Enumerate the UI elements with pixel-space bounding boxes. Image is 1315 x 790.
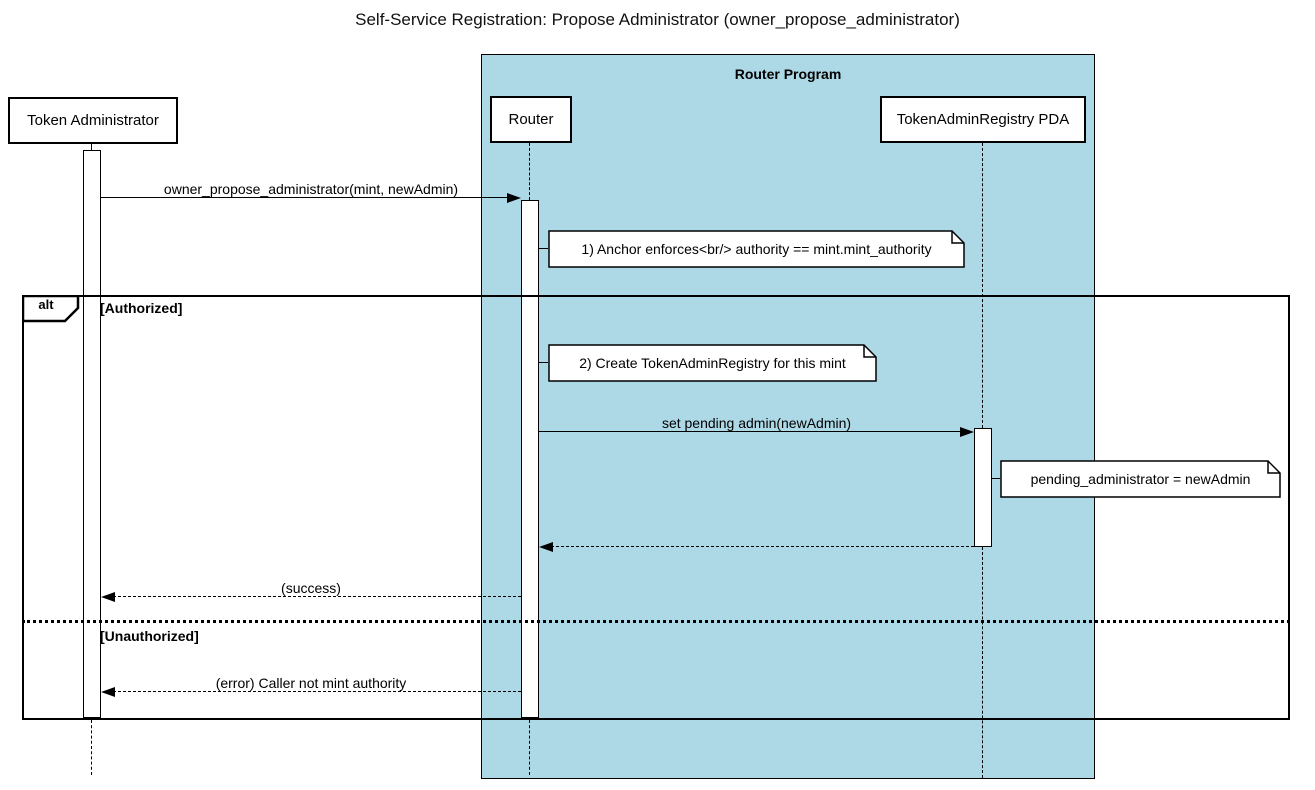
activation-registry-pda xyxy=(974,428,992,547)
alt-separator xyxy=(22,620,1290,623)
participant-router: Router xyxy=(490,96,572,143)
router-lifeline-bottom xyxy=(529,720,530,775)
message-error-arrowhead-icon xyxy=(101,687,115,697)
note-shape xyxy=(548,230,965,268)
participant-router-label: Router xyxy=(508,111,554,128)
token-administrator-lifeline xyxy=(91,720,92,775)
message-registry-return-arrowhead-icon xyxy=(539,542,553,552)
alt-operator-label: alt xyxy=(38,297,54,312)
note-anchor-enforces: 1) Anchor enforces<br/> authority == min… xyxy=(548,230,965,268)
note-1-connector xyxy=(538,248,548,249)
participant-registry-pda-label: TokenAdminRegistry PDA xyxy=(896,111,1070,128)
token-administrator-lifeline-stub xyxy=(91,143,92,150)
note-shape xyxy=(1000,460,1281,498)
participant-token-administrator: Token Administrator xyxy=(8,97,178,144)
alt-guard-authorized: [Authorized] xyxy=(100,300,183,316)
note-3-connector xyxy=(991,478,1000,479)
note-2-connector xyxy=(538,362,548,363)
participant-token-administrator-label: Token Administrator xyxy=(27,112,159,129)
note-create-registry: 2) Create TokenAdminRegistry for this mi… xyxy=(548,344,877,382)
message-success-label: (success) xyxy=(281,580,341,596)
router-program-container xyxy=(481,54,1095,779)
activation-token-administrator xyxy=(83,150,101,718)
alt-frame xyxy=(22,295,1290,720)
participant-registry-pda: TokenAdminRegistry PDA xyxy=(880,96,1086,143)
diagram-title: Self-Service Registration: Propose Admin… xyxy=(355,10,960,29)
activation-router xyxy=(521,200,539,718)
registry-pda-lifeline-bottom xyxy=(982,547,983,778)
note-pending-administrator: pending_administrator = newAdmin xyxy=(1000,460,1281,498)
note-anchor-enforces-text: 1) Anchor enforces<br/> authority == min… xyxy=(581,241,932,257)
router-program-label: Router Program xyxy=(734,66,842,82)
message-set-pending-label: set pending admin(newAdmin) xyxy=(661,415,852,431)
message-error-label: (error) Caller not mint authority xyxy=(215,675,407,691)
alt-guard-unauthorized: [Unauthorized] xyxy=(100,628,199,644)
note-create-registry-text: 2) Create TokenAdminRegistry for this mi… xyxy=(579,355,846,371)
message-set-pending-arrowhead-icon xyxy=(960,427,974,437)
message-propose-label: owner_propose_administrator(mint, newAdm… xyxy=(163,181,459,197)
message-success-line xyxy=(113,596,521,597)
message-set-pending-line xyxy=(539,431,960,432)
message-error-line xyxy=(113,691,521,692)
note-pending-administrator-text: pending_administrator = newAdmin xyxy=(1030,471,1251,487)
message-propose-arrowhead-icon xyxy=(507,193,521,203)
router-lifeline-top xyxy=(529,143,530,200)
message-success-arrowhead-icon xyxy=(101,592,115,602)
note-shape xyxy=(548,344,877,382)
alt-pentagon-shape xyxy=(21,294,80,323)
registry-pda-lifeline-top xyxy=(982,143,983,428)
message-propose-line xyxy=(101,197,509,198)
message-registry-return-line xyxy=(551,546,974,547)
alt-operator-pentagon: alt xyxy=(21,294,80,323)
